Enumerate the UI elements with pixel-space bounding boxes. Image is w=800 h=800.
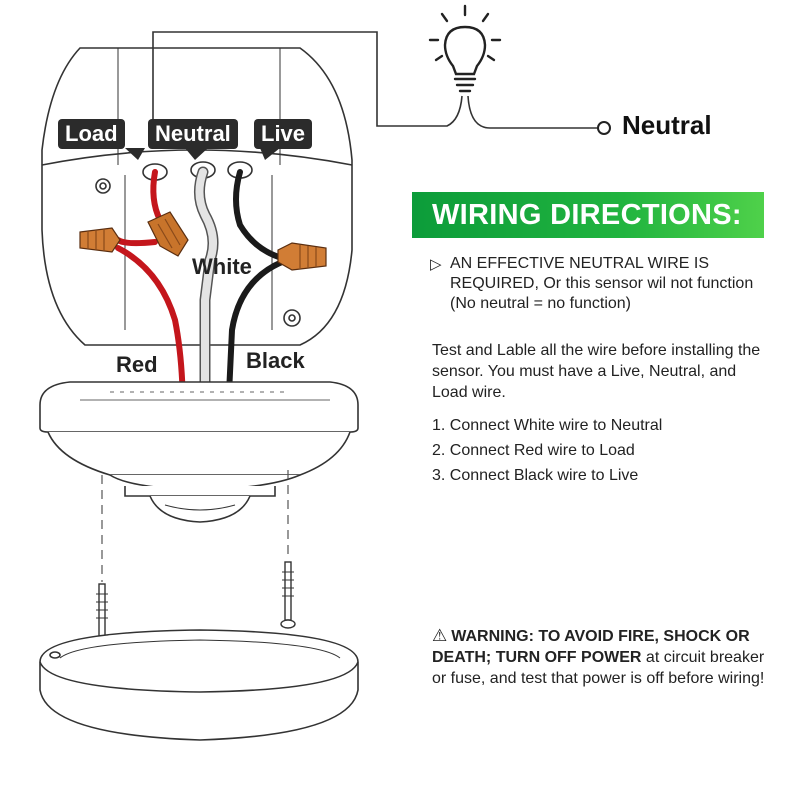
neutral-requirement: ▷ AN EFFECTIVE NEUTRAL WIRE IS REQUIRED,…	[430, 254, 770, 314]
base-plate	[39, 629, 359, 741]
neutral-terminal-dot	[597, 121, 611, 135]
black-wire-label: Black	[246, 348, 305, 373]
screw-right	[280, 561, 296, 629]
wire-nut-left	[79, 227, 121, 253]
wiring-directions-banner: WIRING DIRECTIONS:	[412, 192, 764, 238]
intro-text: Test and Lable all the wire before insta…	[432, 342, 761, 401]
triangle-right-icon: ▷	[430, 256, 442, 273]
step-item: 1. Connect White wire to Neutral	[432, 417, 663, 434]
sensor-body	[39, 381, 359, 523]
white-wire	[194, 166, 219, 421]
warning-text: at circuit breaker or fuse, and test tha…	[432, 649, 765, 687]
neutral-tag: Neutral	[148, 119, 238, 149]
step-item: 2. Connect Red wire to Load	[432, 442, 635, 459]
light-bulb-icon	[428, 4, 502, 93]
warning-icon: ⚠	[432, 626, 448, 645]
load-tag: Load	[58, 119, 125, 149]
wire-nut-right	[277, 242, 327, 271]
red-wire-label: Red	[116, 352, 158, 377]
warning-notice: ⚠WARNING: TO AVOID FIRE, SHOCK OR DEATH;…	[432, 625, 772, 689]
light-feed-wire	[152, 31, 598, 129]
wire-nuts	[79, 211, 327, 271]
alignment-lines	[101, 470, 289, 582]
black-wire	[225, 169, 285, 418]
step-list: 1. Connect White wire to Neutral 2. Conn…	[432, 413, 662, 488]
neutral-output-label: Neutral	[622, 110, 712, 140]
step-item: 3. Connect Black wire to Live	[432, 467, 639, 484]
requirement-text: AN EFFECTIVE NEUTRAL WIRE IS REQUIRED, O…	[450, 255, 754, 312]
wire-nut-middle	[147, 211, 189, 257]
tag-pointers	[125, 148, 280, 160]
warning-bold: WARNING: TO AVOID FIRE, SHOCK OR DEATH; …	[432, 628, 750, 666]
live-tag: Live	[254, 119, 313, 149]
white-wire-label: White	[192, 254, 252, 279]
